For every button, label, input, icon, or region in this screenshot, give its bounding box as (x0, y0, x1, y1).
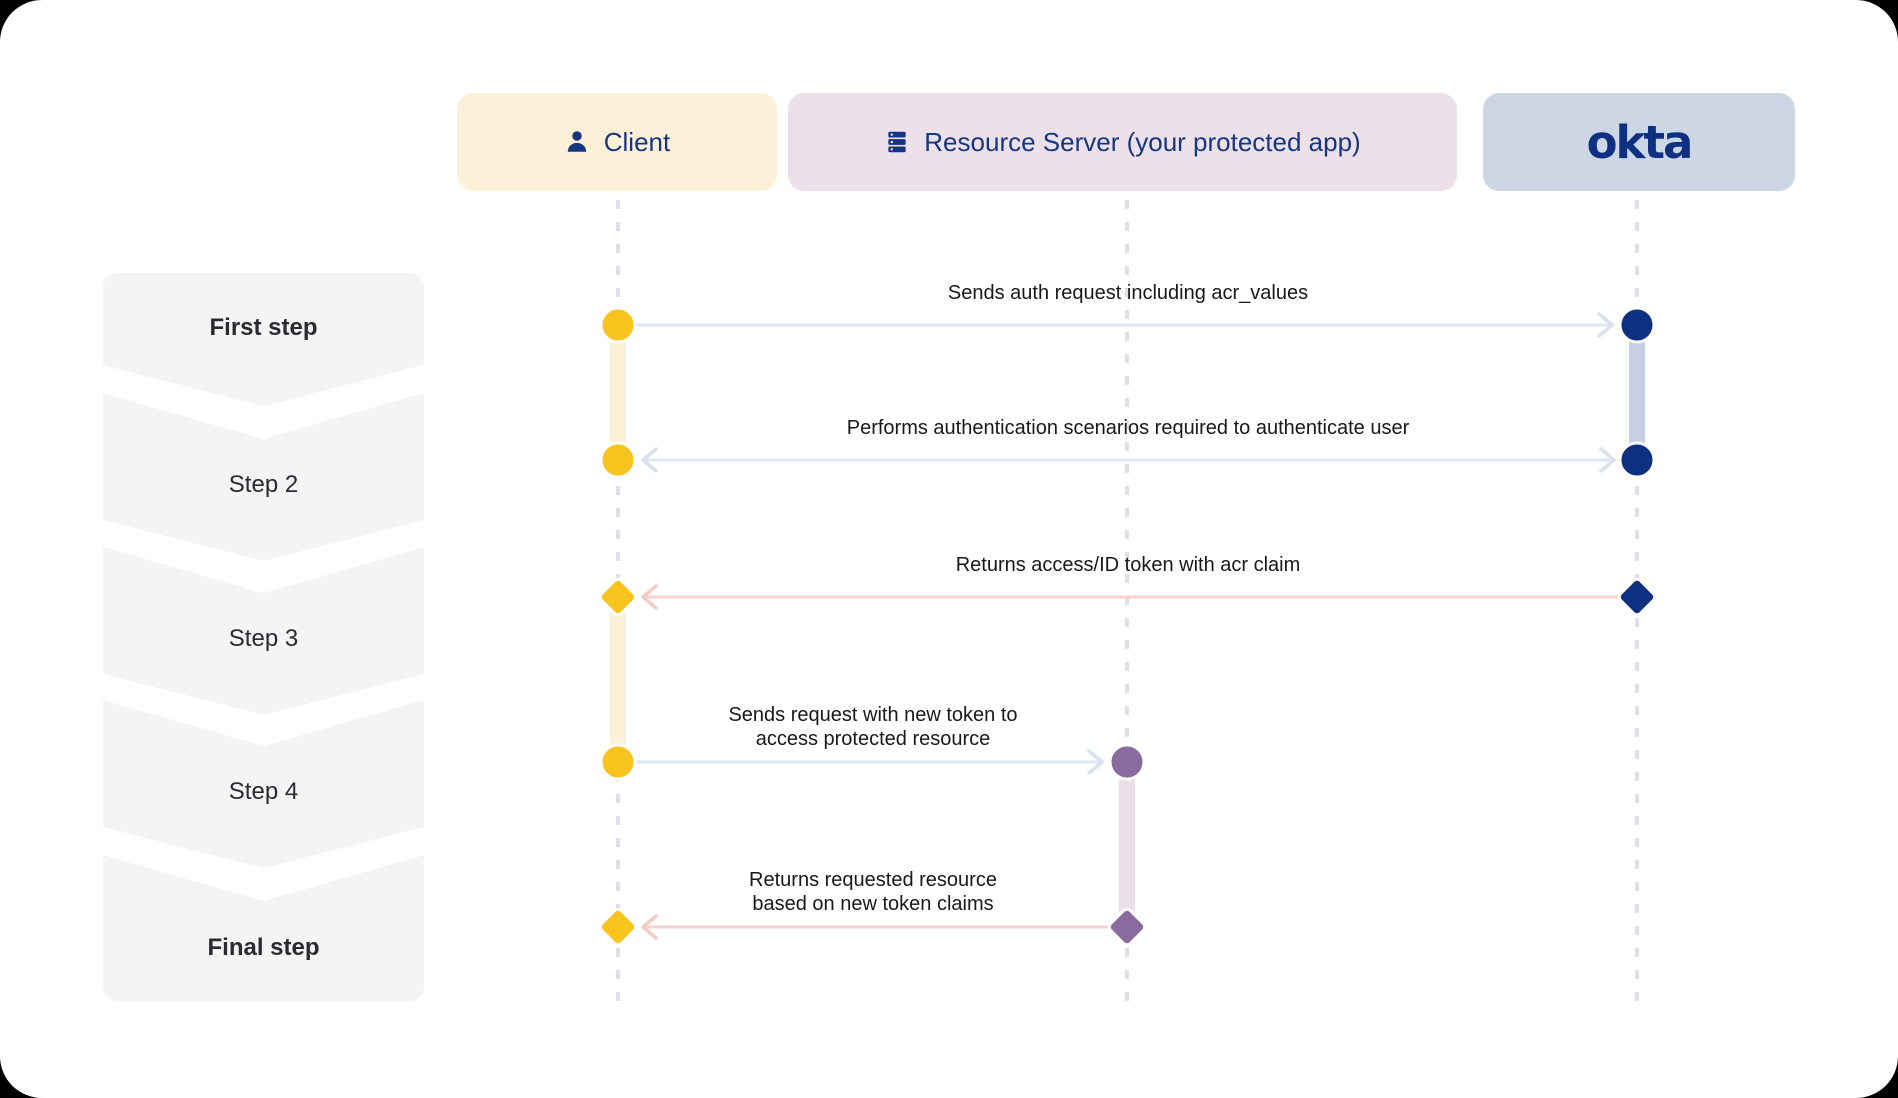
message-3-arrow (641, 584, 1637, 610)
message-3-label: Returns access/ID token with acr claim (955, 554, 1301, 576)
arrowhead-left-icon (641, 914, 658, 940)
arrowhead-right-icon (1087, 749, 1104, 775)
client-marker-diamond-2 (598, 907, 638, 947)
okta-marker-circle-1 (1618, 306, 1656, 344)
server-icon (884, 129, 910, 155)
message-2-arrow (641, 447, 1616, 473)
message-4-label: Sends request with new token to access p… (728, 704, 1018, 750)
message-1-label: Sends auth request including acr_values (947, 282, 1309, 304)
message-1-arrow (618, 312, 1614, 338)
arrowhead-right-icon (1599, 447, 1616, 473)
resource-server-marker-diamond (1107, 907, 1147, 947)
lane-label-client: Client (603, 126, 671, 157)
okta-marker-circle-2 (1618, 441, 1656, 479)
step-label: Step 3 (228, 625, 299, 652)
client-marker-circle-3 (599, 743, 637, 781)
message-5-arrow (641, 914, 1127, 940)
arrowhead-left-icon (641, 447, 658, 473)
resource-server-marker-circle (1108, 743, 1146, 781)
client-marker-circle-2 (599, 441, 637, 479)
message-2-label: Performs authentication scenarios requir… (846, 417, 1410, 439)
message-4-arrow (618, 749, 1104, 775)
step-label: Final step (207, 934, 320, 961)
client-marker-diamond-1 (598, 577, 638, 617)
lane-header-okta: okta (1483, 93, 1795, 191)
client-marker-circle-1 (599, 306, 637, 344)
okta-logo: okta (1586, 115, 1694, 169)
message-5-label: Returns requested resource based on new … (749, 869, 997, 915)
lane-label-resource-server: Resource Server (your protected app) (924, 126, 1361, 157)
arrowhead-right-icon (1597, 312, 1614, 338)
lane-header-client: Client (457, 93, 777, 191)
okta-marker-diamond (1617, 577, 1657, 617)
step-label: First step (209, 314, 318, 341)
step-label: Step 2 (228, 471, 299, 498)
lane-header-resource-server: Resource Server (your protected app) (788, 93, 1457, 191)
person-icon (564, 129, 590, 155)
step-label: Step 4 (228, 778, 299, 805)
arrowhead-left-icon (641, 584, 658, 610)
